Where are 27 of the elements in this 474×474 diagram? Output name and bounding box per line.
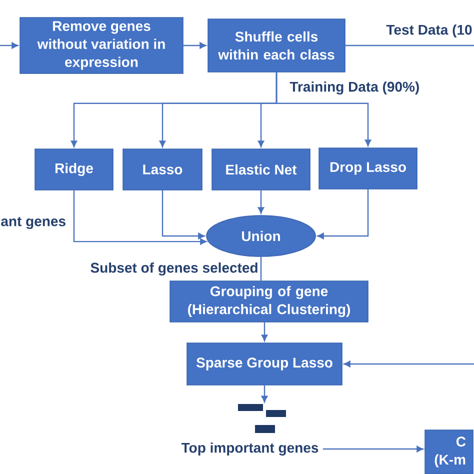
arrow <box>276 72 372 146</box>
arrow <box>162 190 205 240</box>
arrow <box>258 190 264 214</box>
process-box: Lasso <box>122 148 202 190</box>
arrow <box>322 446 424 452</box>
process-box: C (K-m <box>424 430 474 474</box>
edge-label: Subset of genes selected <box>90 262 259 276</box>
step-label: Top important genes <box>181 442 318 456</box>
arrow <box>261 385 268 402</box>
connector-line <box>345 44 474 46</box>
process-box: Grouping of gene (Hierarchical Clustering) <box>170 280 368 322</box>
arrow <box>261 322 268 342</box>
arrow <box>317 189 369 240</box>
arrow <box>73 190 207 245</box>
process-box: Remove genes without variation in expression <box>20 17 184 74</box>
annotation-text: ant genes <box>1 216 66 230</box>
process-box: Elastic Net <box>212 148 310 190</box>
connector-line <box>260 256 262 281</box>
arrow <box>344 360 474 368</box>
edge-label: Test Data (10 <box>386 24 473 38</box>
process-box: Ridge <box>34 148 114 190</box>
process-box: Shuffle cells within each class <box>208 18 346 72</box>
arrow <box>0 42 18 49</box>
arrow <box>183 42 206 49</box>
edge-label: Training Data (90%) <box>289 80 420 96</box>
process-box: Sparse Group Lasso <box>186 342 342 386</box>
process-box: Drop Lasso <box>318 148 418 190</box>
